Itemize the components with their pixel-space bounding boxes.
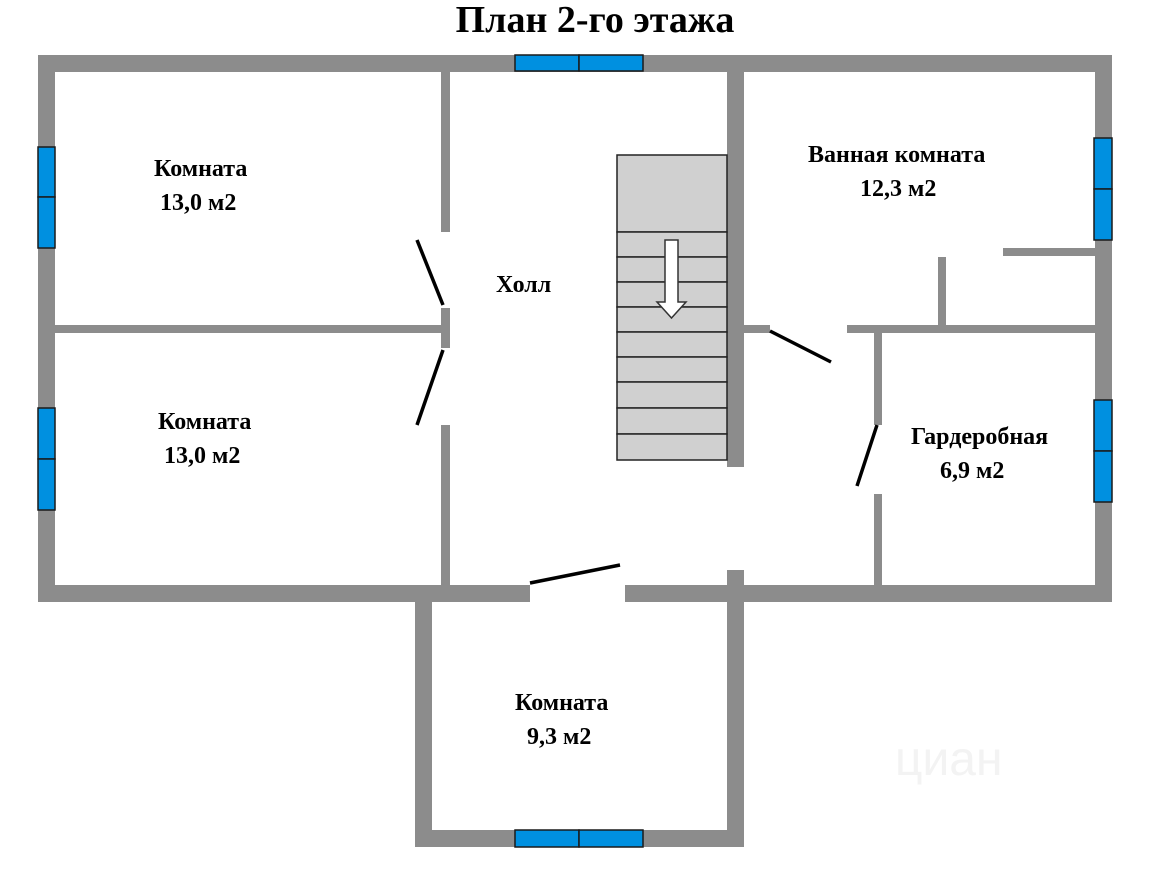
door xyxy=(415,349,445,426)
stair-step xyxy=(616,331,728,358)
door xyxy=(855,424,879,487)
room-label: Комната xyxy=(515,690,608,716)
plan-title: План 2-го этажа xyxy=(455,0,735,41)
watermark-logo: циан xyxy=(895,733,1003,786)
window xyxy=(37,146,56,198)
door xyxy=(529,563,621,585)
wall-between-rooms xyxy=(55,325,450,333)
outer-wall-right xyxy=(1095,55,1112,602)
wardrobe-wall-bottom xyxy=(874,494,882,585)
bath-wall xyxy=(847,325,1095,333)
room-label: Ванная комната xyxy=(808,142,985,168)
window xyxy=(578,54,644,72)
window xyxy=(514,54,580,72)
bath-wall-stub xyxy=(744,325,770,333)
outer-wall-left xyxy=(38,55,55,602)
hall-wall-bottom xyxy=(441,425,450,585)
room-label: Гардеробная xyxy=(911,424,1048,450)
outer-wall-bottom-left xyxy=(38,585,530,602)
window xyxy=(37,407,56,460)
room-label: Комната xyxy=(158,409,251,435)
wardrobe-wall-top xyxy=(874,333,882,425)
bath-partition-h xyxy=(1003,248,1095,256)
window xyxy=(37,196,56,249)
stairs xyxy=(616,154,728,461)
stair-step xyxy=(616,407,728,435)
stair-down-arrow-icon xyxy=(655,239,688,320)
window xyxy=(1093,399,1113,452)
stair-step xyxy=(616,433,728,461)
room-area: 13,0 м2 xyxy=(160,190,236,216)
hall-wall-top xyxy=(441,72,450,232)
window xyxy=(1093,188,1113,241)
door xyxy=(769,329,832,364)
small-room-wall-left xyxy=(415,600,432,847)
hall-wall-mid xyxy=(441,308,450,348)
window xyxy=(37,458,56,511)
room-label: Комната xyxy=(154,156,247,182)
window xyxy=(578,829,644,848)
windows xyxy=(37,54,1113,848)
small-room-wall-right xyxy=(727,600,744,847)
room-area: 6,9 м2 xyxy=(940,458,1004,484)
room-area: 13,0 м2 xyxy=(164,443,240,469)
window xyxy=(1093,450,1113,503)
room-area: 12,3 м2 xyxy=(860,176,936,202)
room-label: Холл xyxy=(496,272,551,298)
window xyxy=(1093,137,1113,190)
outer-wall-bottom-right xyxy=(625,585,1112,602)
stair-step xyxy=(616,356,728,383)
stair-step xyxy=(616,381,728,409)
stair-wall-stub xyxy=(727,570,744,600)
stair-landing xyxy=(616,154,728,233)
door xyxy=(415,239,445,306)
bath-partition-v xyxy=(938,257,946,327)
room-area: 9,3 м2 xyxy=(527,724,591,750)
window xyxy=(514,829,580,848)
stair-wall xyxy=(727,55,744,467)
doors xyxy=(415,239,879,585)
